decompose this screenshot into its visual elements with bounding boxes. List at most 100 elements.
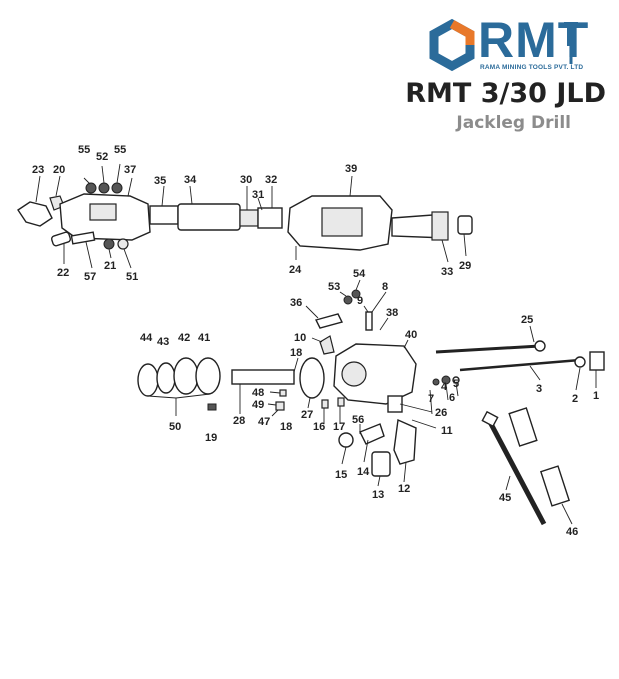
part-label: 22 — [57, 267, 69, 279]
part-16-shape — [321, 399, 329, 409]
part-label: 28 — [233, 415, 245, 427]
hexagon-logo-mark — [429, 18, 475, 72]
part-25-shape — [435, 344, 541, 354]
part-49-shape — [275, 401, 285, 411]
part-label: 21 — [104, 260, 116, 272]
part-label: 56 — [352, 414, 364, 426]
part-label: 46 — [566, 526, 578, 538]
part-41-shape — [195, 357, 221, 395]
part-label: 15 — [335, 469, 347, 481]
part-label: 43 — [157, 336, 169, 348]
part-25-head — [534, 340, 546, 352]
part-label: 19 — [205, 432, 217, 444]
part-42-shape — [173, 357, 199, 395]
parts-lower-row — [137, 289, 605, 526]
part-label: 16 — [313, 421, 325, 433]
part-32-shape — [257, 207, 283, 229]
jackhammer-icon — [564, 22, 578, 64]
part-label: 4 — [441, 381, 448, 393]
part-17-shape — [337, 397, 345, 407]
part-label: 13 — [372, 489, 384, 501]
part-label: 50 — [169, 421, 181, 433]
part-29-shape — [457, 215, 473, 235]
part-label: 40 — [405, 329, 417, 341]
part-12-shape — [393, 418, 417, 465]
part-label: 38 — [386, 307, 398, 319]
part-46a-shape — [508, 407, 538, 447]
part-label: 1 — [593, 390, 599, 402]
part-3-shape — [459, 358, 581, 372]
part-27-shape — [299, 357, 325, 399]
part-label: 55 — [114, 144, 126, 156]
parts-upper-row — [17, 182, 473, 251]
part-10-shape — [319, 335, 335, 355]
part-housing-bore — [341, 361, 367, 387]
part-label: 10 — [294, 332, 306, 344]
part-label: 18 — [280, 421, 292, 433]
part-label: 51 — [126, 271, 138, 283]
part-label: 47 — [258, 416, 270, 428]
part-9-shape — [365, 311, 373, 331]
part-nut-52 — [98, 182, 110, 194]
part-handle — [17, 201, 53, 227]
company-name: RAMA MINING TOOLS PVT. LTD — [480, 64, 584, 71]
part-cylinder — [177, 203, 241, 231]
part-35-shape — [149, 205, 179, 225]
part-45-shape — [487, 420, 547, 526]
part-label: 18 — [290, 347, 302, 359]
part-label: 53 — [328, 281, 340, 293]
part-label: 27 — [301, 409, 313, 421]
part-28-shape — [231, 369, 295, 385]
part-label: 37 — [124, 164, 136, 176]
exploded-parts-diagram: 55 52 55 2 3 20 37 35 34 30 31 32 39 22 5… — [17, 144, 605, 538]
part-label: 8 — [382, 281, 388, 293]
product-subtitle: Jackleg Drill — [456, 113, 571, 133]
part-label: 36 — [290, 297, 302, 309]
part-2-shape — [574, 356, 586, 368]
part-label: 24 — [289, 264, 302, 276]
part-14-shape — [359, 423, 385, 445]
part-housing — [333, 343, 417, 405]
part-label: 54 — [353, 268, 366, 280]
part-label: 20 — [53, 164, 65, 176]
part-36-shape — [314, 313, 344, 329]
part-label: 12 — [398, 483, 410, 495]
part-15-shape — [338, 432, 354, 448]
part-label: 57 — [84, 271, 96, 283]
part-label: 32 — [265, 174, 277, 186]
part-nut-55b — [111, 182, 123, 194]
part-45-head — [481, 410, 499, 428]
part-57-shape — [70, 231, 96, 245]
part-front-head-window — [321, 207, 363, 237]
part-number-labels: 55 52 55 2 3 20 37 35 34 30 31 32 39 22 5… — [32, 144, 599, 538]
part-33-collar — [431, 211, 449, 241]
part-label: 9 — [357, 295, 363, 307]
part-label: 33 — [441, 266, 453, 278]
part-30-shape — [239, 209, 259, 227]
part-backhead-window — [89, 203, 117, 221]
leader-lines — [35, 163, 597, 525]
part-7-shape — [432, 378, 440, 386]
part-46b-shape — [539, 465, 571, 507]
part-label: 5 — [453, 378, 459, 390]
part-label: 30 — [240, 174, 252, 186]
part-label: 31 — [252, 189, 264, 201]
part-48-shape — [279, 389, 287, 397]
part-label: 7 — [428, 393, 434, 405]
logo-wordmark: RMT — [478, 12, 590, 68]
part-label: 41 — [198, 332, 210, 344]
part-label: 34 — [184, 174, 197, 186]
part-label: 52 — [96, 151, 108, 163]
model-title: RMT 3/30 JLD — [405, 78, 606, 109]
part-label: 29 — [459, 260, 471, 272]
part-label: 35 — [154, 175, 166, 187]
part-label: 39 — [345, 163, 357, 175]
part-label: 55 — [78, 144, 90, 156]
part-label: 6 — [449, 392, 455, 404]
part-13-shape — [371, 451, 391, 477]
part-label: 2 — [572, 393, 578, 405]
part-label: 3 — [536, 383, 542, 395]
part-21-shape — [103, 238, 115, 250]
part-nut-55a — [85, 182, 97, 194]
part-label: 42 — [178, 332, 190, 344]
